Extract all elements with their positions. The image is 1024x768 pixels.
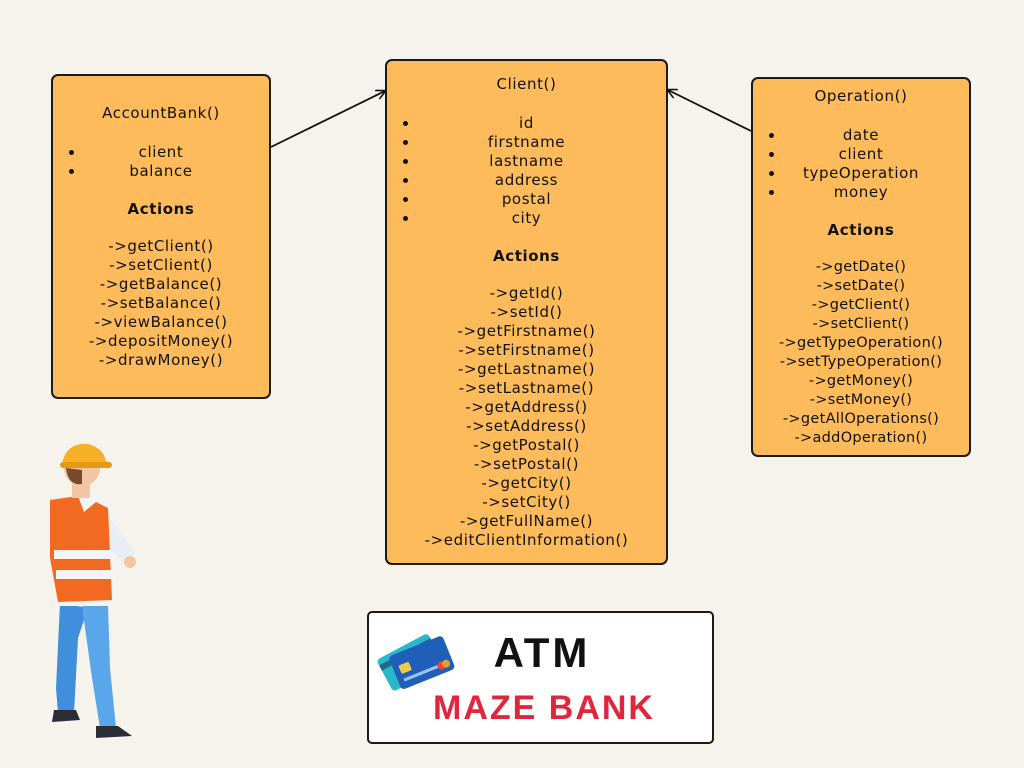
attribute-item: typeOperation [753, 164, 969, 183]
account-bank-title: AccountBank() [102, 104, 220, 122]
method-item: ->setBalance() [100, 294, 222, 312]
method-item: ->getClient() [811, 297, 911, 313]
arrow-account-to-client [270, 91, 385, 148]
client-title: Client() [496, 75, 557, 93]
method-item: ->editClientInformation() [424, 531, 629, 549]
method-item: ->getFullName() [459, 512, 594, 530]
operation-title: Operation() [814, 87, 908, 105]
attribute-item: lastname [387, 152, 666, 171]
attribute-item: client [53, 143, 269, 162]
method-item: ->setPostal() [473, 455, 580, 473]
method-item: ->getClient() [108, 237, 214, 255]
client-attributes: id firstname lastname address postal cit… [387, 114, 666, 228]
method-item: ->setDate() [816, 278, 906, 294]
client-actions-heading: Actions [493, 247, 560, 265]
method-item: ->depositMoney() [88, 332, 234, 350]
method-item: ->setMoney() [809, 392, 913, 408]
method-item: ->getCity() [481, 474, 572, 492]
account-bank-methods: ->getClient() ->setClient() ->getBalance… [53, 237, 269, 370]
attribute-item: balance [53, 162, 269, 181]
bank-name: MAZE BANK [433, 689, 655, 727]
method-item: ->setClient() [109, 256, 213, 274]
attribute-item: money [753, 183, 969, 202]
operation-class-box: Operation() date client typeOperation mo… [751, 77, 971, 457]
method-item: ->setCity() [482, 493, 571, 511]
method-item: ->drawMoney() [98, 351, 224, 369]
credit-cards-icon [377, 634, 455, 691]
operation-attributes: date client typeOperation money [753, 126, 969, 202]
method-item: ->getBalance() [99, 275, 223, 293]
method-item: ->getPostal() [473, 436, 580, 454]
attribute-item: postal [387, 190, 666, 209]
method-item: ->setClient() [812, 316, 910, 332]
method-item: ->setLastname() [458, 379, 595, 397]
client-class-box: Client() id firstname lastname address p… [385, 59, 668, 565]
method-item: ->addOperation() [794, 430, 928, 446]
method-item: ->setFirstname() [458, 341, 595, 359]
construction-worker-illustration [50, 443, 136, 738]
atm-title: ATM [493, 629, 591, 676]
attribute-item: date [753, 126, 969, 145]
attribute-item: firstname [387, 133, 666, 152]
atm-logo-box: ATM MAZE BANK [367, 611, 714, 744]
operation-methods: ->getDate() ->setDate() ->getClient() ->… [753, 258, 969, 448]
method-item: ->setTypeOperation() [779, 354, 943, 370]
method-item: ->getTypeOperation() [779, 335, 943, 351]
attribute-item: address [387, 171, 666, 190]
operation-actions-heading: Actions [827, 221, 895, 239]
attribute-item: city [387, 209, 666, 228]
method-item: ->getId() [489, 284, 564, 302]
attribute-item: client [753, 145, 969, 164]
method-item: ->getLastname() [457, 360, 596, 378]
arrow-operation-to-client [668, 90, 752, 132]
method-item: ->getAllOperations() [782, 411, 940, 427]
method-item: ->getMoney() [808, 373, 914, 389]
attribute-item: id [387, 114, 666, 133]
method-item: ->getAddress() [465, 398, 588, 416]
method-item: ->viewBalance() [94, 313, 228, 331]
client-methods: ->getId() ->setId() ->getFirstname() ->s… [387, 284, 666, 550]
method-item: ->setAddress() [466, 417, 587, 435]
method-item: ->getFirstname() [457, 322, 596, 340]
account-bank-attributes: client balance [53, 143, 269, 181]
account-bank-class-box: AccountBank() client balance Actions ->g… [51, 74, 271, 399]
method-item: ->setId() [490, 303, 563, 321]
account-bank-actions-heading: Actions [127, 200, 195, 218]
method-item: ->getDate() [815, 259, 907, 275]
